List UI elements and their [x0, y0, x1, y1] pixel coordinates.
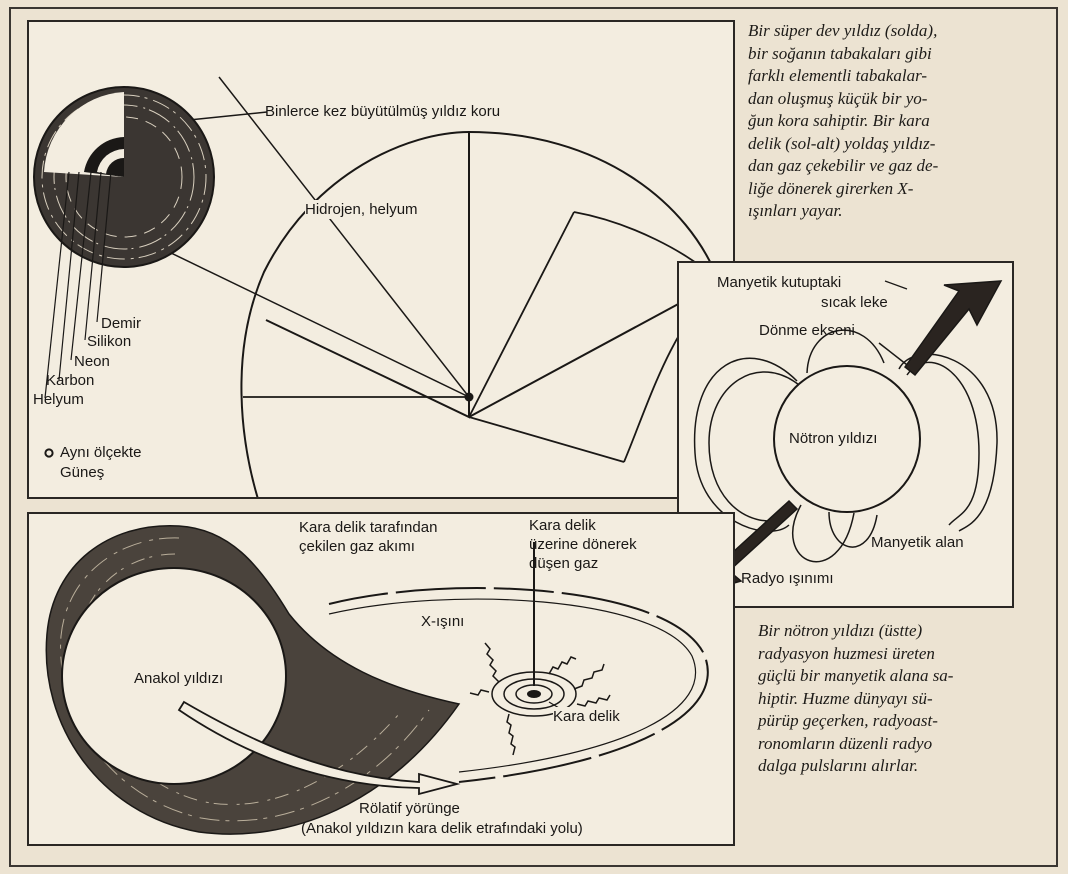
- supergiant-drawing: [29, 22, 735, 499]
- supergiant-caption: Bir süper dev yıldız (solda), bir soğanı…: [748, 20, 1048, 223]
- orbit-label-2: (Anakol yıldızın kara delik etrafındaki …: [301, 819, 583, 838]
- xray-label: X-ışını: [421, 612, 464, 631]
- hydrogen-helium-label: Hidrojen, helyum: [305, 200, 418, 219]
- main-sequence-star-label: Anakol yıldızı: [134, 669, 223, 688]
- sun-scale-label-2: Güneş: [60, 463, 104, 482]
- layer-iron-label: Demir: [101, 314, 141, 333]
- layer-carbon-label: Karbon: [46, 371, 94, 390]
- black-hole-label: Kara delik: [553, 707, 620, 726]
- core-label: Binlerce kez büyütülmüş yıldız koru: [265, 102, 500, 121]
- orbit-label-1: Rölatif yörünge: [359, 799, 460, 818]
- falling-gas-label-3: düşen gaz: [529, 554, 598, 573]
- falling-gas-label-1: Kara delik: [529, 516, 596, 535]
- magnified-core: [34, 87, 214, 267]
- magnetic-field-label: Manyetik alan: [871, 533, 964, 552]
- neutron-caption: Bir nötron yıldızı (üstte) radyasyon huz…: [758, 620, 1048, 778]
- gas-stream-label-1: Kara delik tarafından: [299, 518, 437, 537]
- layer-silicon-label: Silikon: [87, 332, 131, 351]
- neutron-star-label: Nötron yıldızı: [789, 429, 877, 448]
- falling-gas-label-2: üzerine dönerek: [529, 535, 637, 554]
- hotspot-label-2: sıcak leke: [821, 293, 888, 312]
- sun-scale-label-1: Aynı ölçekte: [60, 443, 141, 462]
- blackhole-panel: Kara delik tarafından çekilen gaz akımı …: [27, 512, 735, 846]
- radio-emission-label: Radyo ışınımı: [741, 569, 834, 588]
- radio-beam-upper: [905, 281, 1001, 375]
- layer-helium-label: Helyum: [33, 390, 84, 409]
- cutaway-wedge: [266, 132, 469, 417]
- hotspot-label-1: Manyetik kutuptaki: [717, 273, 841, 292]
- rotation-axis-label: Dönme ekseni: [759, 321, 855, 340]
- sun-scale-dot: [45, 449, 52, 456]
- gas-stream-label-2: çekilen gaz akımı: [299, 537, 415, 556]
- supergiant-panel: Binlerce kez büyütülmüş yıldız koru Hidr…: [27, 20, 735, 499]
- layer-neon-label: Neon: [74, 352, 110, 371]
